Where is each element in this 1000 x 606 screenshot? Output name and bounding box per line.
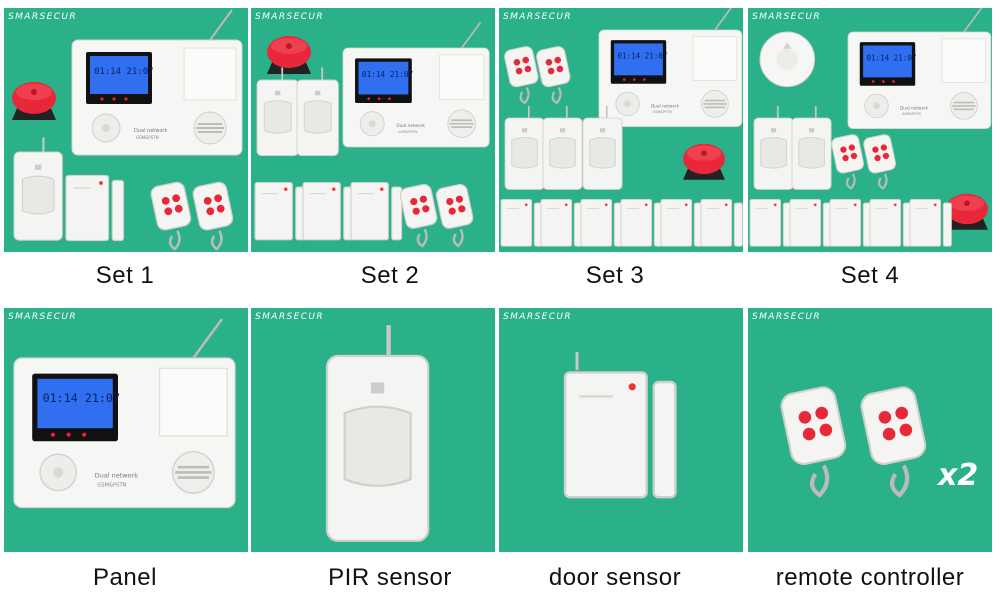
brand-logo: SMARSECUR xyxy=(8,312,78,322)
door-sensor-tile[interactable]: SMARSECUR xyxy=(499,308,743,552)
panel-image xyxy=(12,317,237,509)
pir-sensor-image xyxy=(251,308,495,552)
brand-logo: SMARSECUR xyxy=(255,312,325,322)
brand-logo: SMARSECUR xyxy=(752,12,822,22)
set-2-caption: Set 2 xyxy=(360,262,420,289)
remote-controller-caption: remote controller xyxy=(775,564,965,591)
set-3-image xyxy=(500,8,743,247)
set-4-tile[interactable]: SMARSECUR xyxy=(748,8,992,252)
set-1-image xyxy=(12,9,243,251)
brand-logo: SMARSECUR xyxy=(8,12,78,22)
set-2-image xyxy=(254,21,491,248)
set-1-caption: Set 1 xyxy=(95,262,155,289)
brand-logo: SMARSECUR xyxy=(503,312,573,322)
set-1-tile[interactable]: SMARSECUR xyxy=(4,8,248,252)
door-sensor-image xyxy=(563,352,677,499)
remote-controller-tile[interactable]: SMARSECUR x2 xyxy=(748,308,992,552)
set-2-tile[interactable]: SMARSECUR xyxy=(251,8,495,252)
set-4-caption: Set 4 xyxy=(840,262,900,289)
brand-logo: SMARSECUR xyxy=(255,12,325,22)
panel-caption: Panel xyxy=(93,564,157,591)
remote-controller-image xyxy=(748,308,992,552)
remote-count-badge: x2 xyxy=(938,458,979,493)
pir-sensor-tile[interactable]: SMARSECUR xyxy=(251,308,495,552)
brand-logo: SMARSECUR xyxy=(503,12,573,22)
set-3-caption: Set 3 xyxy=(585,262,645,289)
panel-tile[interactable]: SMARSECUR xyxy=(4,308,248,552)
door-sensor-caption: door sensor xyxy=(548,564,682,591)
pir-sensor-caption: PIR sensor xyxy=(328,564,452,591)
brand-logo: SMARSECUR xyxy=(752,312,822,322)
set-4-image xyxy=(749,8,992,247)
set-3-tile[interactable]: SMARSECUR xyxy=(499,8,743,252)
